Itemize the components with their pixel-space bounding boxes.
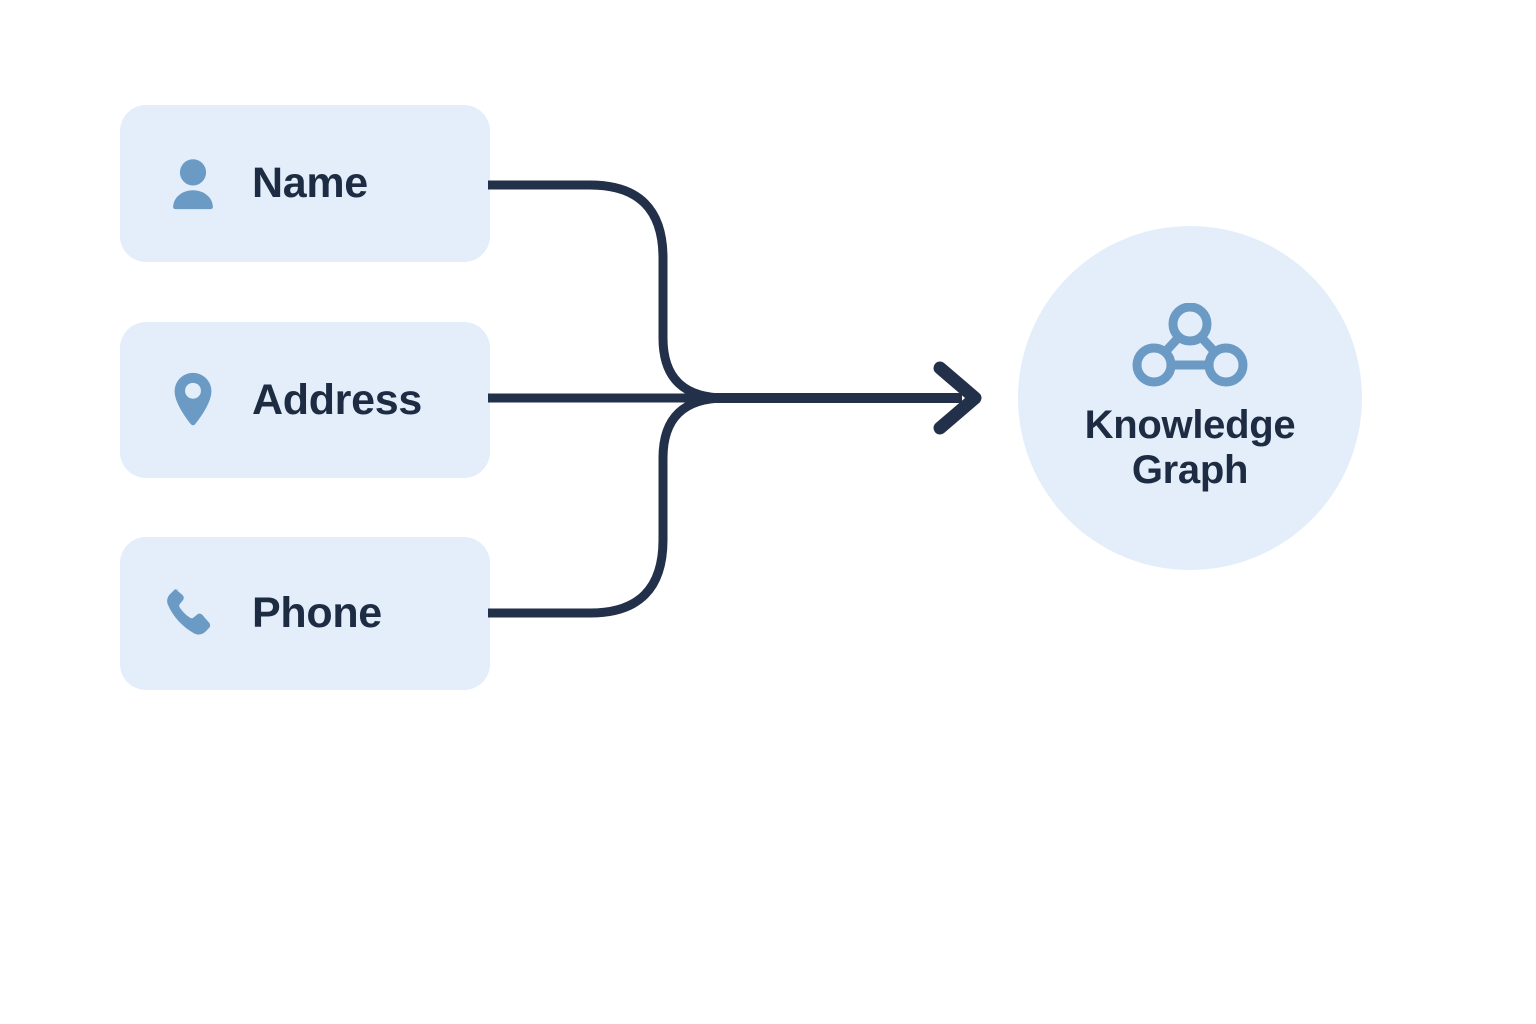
source-card-address[interactable]: Address <box>120 322 490 478</box>
connector-phone <box>488 393 726 618</box>
phone-icon <box>167 588 211 635</box>
source-card-label: Name <box>252 159 368 207</box>
person-icon <box>173 158 213 209</box>
knowledge-graph-label-line2: Graph <box>1131 448 1249 492</box>
connector-name <box>488 180 726 403</box>
knowledge-graph-node[interactable]: Knowledge Graph <box>1018 226 1362 570</box>
source-card-label: Phone <box>252 589 382 637</box>
location-pin-icon <box>174 372 212 426</box>
source-card-label: Address <box>252 375 422 424</box>
knowledge-graph-label-line1: Knowledge <box>1084 403 1296 448</box>
knowledge-graph-icon <box>1132 303 1248 387</box>
arrowhead-right-icon <box>933 361 982 435</box>
source-card-name[interactable]: Name <box>120 105 490 262</box>
source-card-phone[interactable]: Phone <box>120 537 490 690</box>
